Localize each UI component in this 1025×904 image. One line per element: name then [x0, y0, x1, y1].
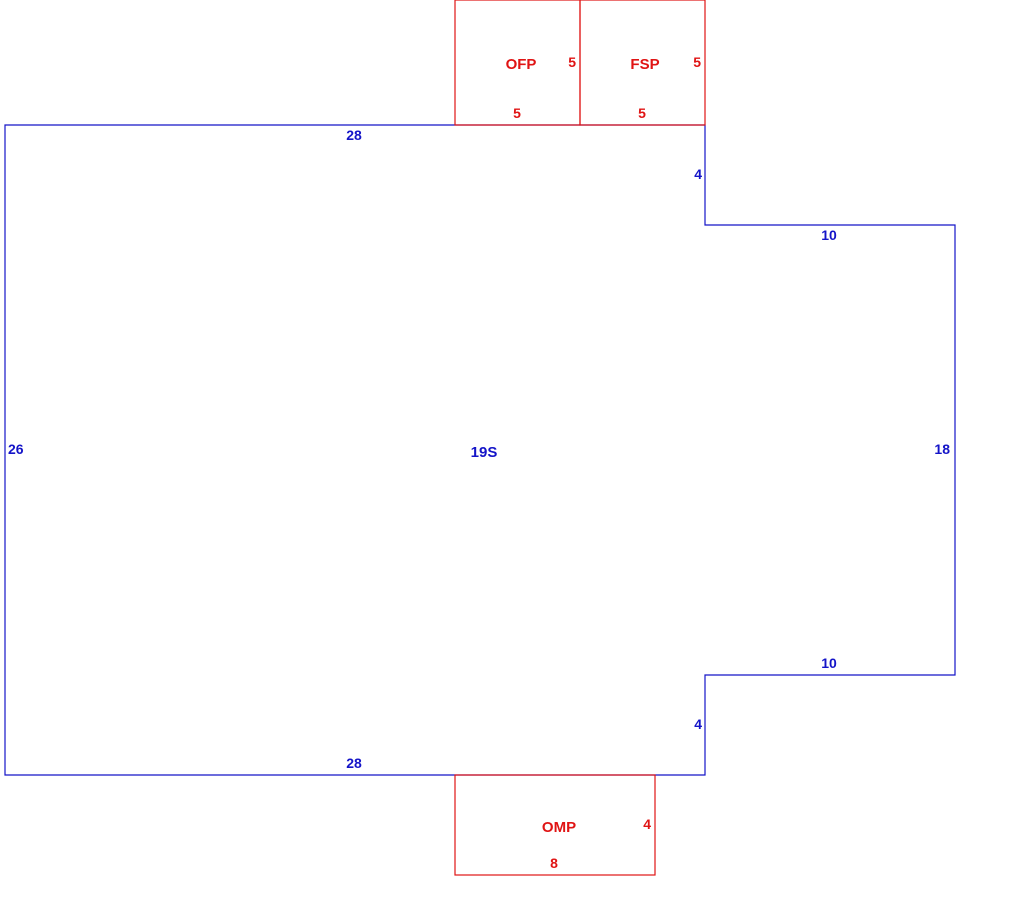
- fsp-outline: [579, 0, 706, 126]
- ofp-code: OFP: [506, 56, 537, 73]
- dim-main-left: 26: [8, 441, 24, 457]
- dim-main-bottom: 28: [346, 755, 362, 771]
- fsp-code: FSP: [630, 56, 659, 73]
- ofp-depth: 5: [568, 54, 576, 70]
- omp-outline: [454, 774, 656, 876]
- dim-main-right: 18: [934, 441, 950, 457]
- omp-code: OMP: [542, 819, 576, 836]
- omp-width: 8: [550, 855, 558, 871]
- dim-main-step-bottom: 10: [821, 655, 837, 671]
- ofp-width: 5: [513, 105, 521, 121]
- main-area-outline: [4, 124, 956, 776]
- main-area-code: 19S: [471, 444, 498, 461]
- omp-depth: 4: [643, 816, 651, 832]
- fsp-width: 5: [638, 105, 646, 121]
- dim-main-step-top: 10: [821, 227, 837, 243]
- dim-main-notch-bottom: 4: [694, 716, 702, 732]
- dim-main-notch-top: 4: [694, 166, 702, 182]
- fsp-depth: 5: [693, 54, 701, 70]
- dim-main-top: 28: [346, 127, 362, 143]
